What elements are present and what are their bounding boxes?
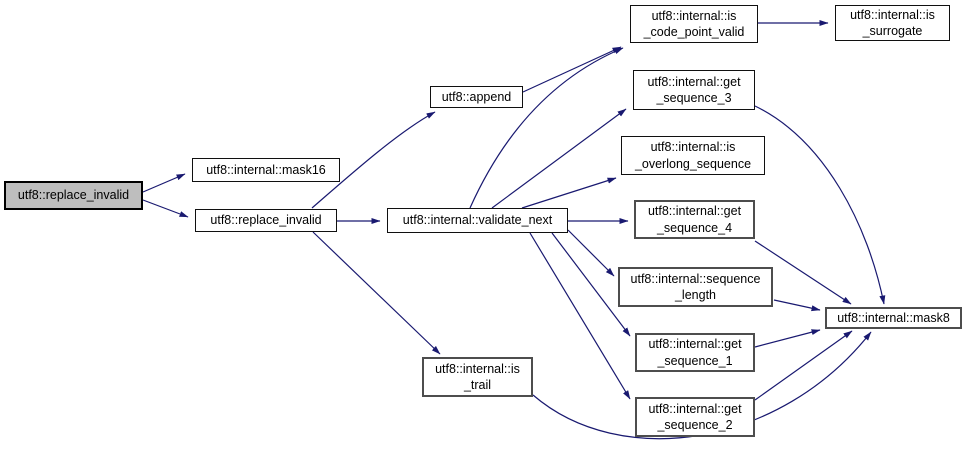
node-label-line: utf8::replace_invalid <box>17 188 130 203</box>
node-label-line: utf8::internal::is <box>850 7 935 22</box>
edge-replace-invalid-to-append <box>311 111 436 209</box>
node-label-line: utf8::internal::validate_next <box>402 213 553 228</box>
node-label-line: utf8::internal::is <box>651 8 737 23</box>
edge-get-sequence-4-to-mask8 <box>754 240 852 305</box>
node-label-line: _overlong_sequence <box>634 156 752 171</box>
edge-replace-invalid-root-to-mask16 <box>142 173 186 193</box>
node-is-code-point-valid[interactable]: utf8::internal::is_code_point_valid <box>630 5 758 43</box>
node-label-line: utf8::internal::get <box>648 337 742 352</box>
node-label-line: _surrogate <box>862 24 923 38</box>
edge-get-sequence-1-to-mask8 <box>754 329 821 348</box>
edge-replace-invalid-to-is-trail <box>312 231 441 355</box>
edge-append-to-is-code-point-valid <box>522 46 622 93</box>
node-label-line: _code_point_valid <box>643 25 745 39</box>
edge-validate-next-to-get-sequence-2 <box>529 232 631 400</box>
node-replace-invalid[interactable]: utf8::replace_invalid <box>195 209 337 232</box>
node-get-sequence-4[interactable]: utf8::internal::get_sequence_4 <box>634 200 755 239</box>
node-label-line: utf8::replace_invalid <box>210 213 322 228</box>
edge-validate-next-to-get-sequence-1 <box>551 232 631 337</box>
node-mask16[interactable]: utf8::internal::mask16 <box>192 158 340 182</box>
edge-get-sequence-3-to-mask8 <box>754 105 886 305</box>
node-label-line: _sequence_1 <box>657 353 733 368</box>
node-get-sequence-2[interactable]: utf8::internal::get_sequence_2 <box>635 397 755 437</box>
node-is-surrogate[interactable]: utf8::internal::is_surrogate <box>835 5 950 41</box>
node-label-line: utf8::internal::mask8 <box>837 310 950 325</box>
node-label-line: utf8::internal::get <box>647 74 741 89</box>
edge-validate-next-to-get-sequence-3 <box>491 108 627 209</box>
node-is-overlong-sequence[interactable]: utf8::internal::is_overlong_sequence <box>621 136 765 175</box>
node-label-line: utf8::append <box>441 89 512 104</box>
node-label-line: _length <box>674 288 716 302</box>
node-label-line: utf8::internal::get <box>648 401 742 416</box>
node-label-line: _sequence_3 <box>656 91 732 105</box>
node-label-line: _sequence_2 <box>657 418 733 432</box>
node-label-line: _trail <box>463 378 492 392</box>
node-is-trail[interactable]: utf8::internal::is_trail <box>422 357 533 397</box>
node-label-line: utf8::internal::get <box>647 204 742 219</box>
node-label-line: utf8::internal::mask16 <box>206 162 326 177</box>
node-mask8[interactable]: utf8::internal::mask8 <box>825 307 962 329</box>
edge-validate-next-to-is-overlong-sequence <box>521 177 617 209</box>
edge-sequence-length-to-mask8 <box>773 299 821 312</box>
node-get-sequence-3[interactable]: utf8::internal::get_sequence_3 <box>633 70 755 110</box>
node-append[interactable]: utf8::append <box>430 86 523 108</box>
node-label-line: utf8::internal::sequence <box>630 271 761 286</box>
edge-get-sequence-2-to-mask8 <box>754 330 853 401</box>
node-label-line: utf8::internal::is <box>435 361 520 376</box>
node-replace-invalid-root: utf8::replace_invalid <box>4 181 143 210</box>
node-label-line: _sequence_4 <box>656 220 733 235</box>
node-label-line: utf8::internal::is <box>650 140 736 155</box>
node-get-sequence-1[interactable]: utf8::internal::get_sequence_1 <box>635 333 755 372</box>
edge-replace-invalid-root-to-replace-invalid <box>142 199 189 218</box>
node-sequence-length[interactable]: utf8::internal::sequence_length <box>618 267 773 307</box>
edge-validate-next-to-is-code-point-valid <box>469 47 624 209</box>
node-validate-next[interactable]: utf8::internal::validate_next <box>387 208 568 233</box>
edge-validate-next-to-sequence-length <box>567 229 615 277</box>
